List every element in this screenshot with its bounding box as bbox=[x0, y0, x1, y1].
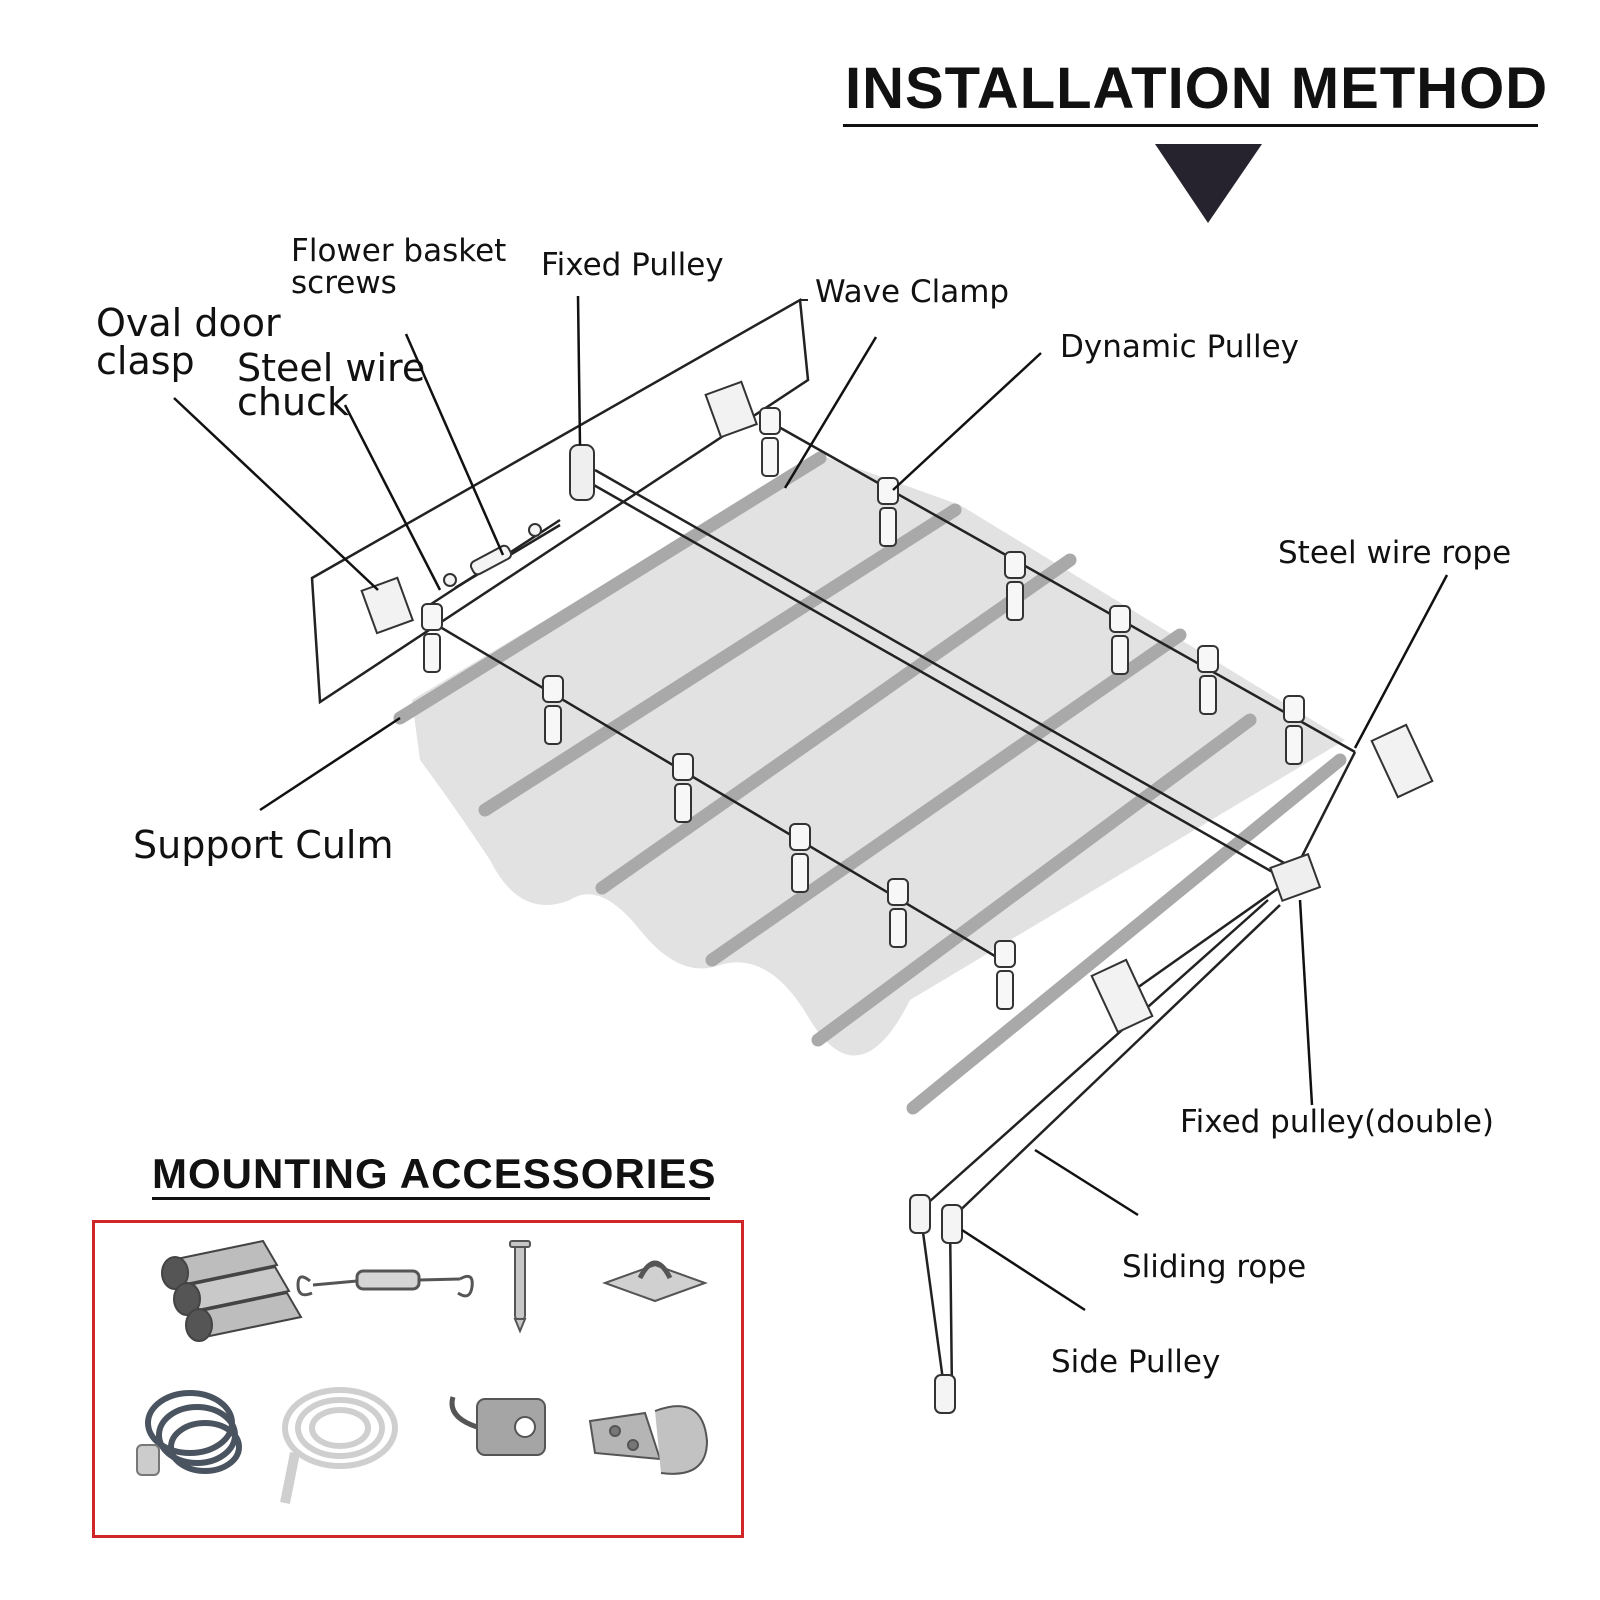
label-wave-clamp: Wave Clamp bbox=[815, 274, 1010, 310]
support-culm-rod bbox=[595, 553, 1077, 895]
support-culm-rod bbox=[906, 753, 1347, 1115]
label-dynamic-pulley: Dynamic Pulley bbox=[1060, 329, 1300, 365]
fixed-pulley-icon bbox=[569, 444, 595, 501]
installation-method-title: INSTALLATION METHOD bbox=[845, 56, 1549, 121]
dynamic-pulley-icon bbox=[789, 823, 811, 893]
down-arrow-icon bbox=[1155, 144, 1262, 223]
mounting-title-underline bbox=[152, 1197, 710, 1200]
label-flower-basket-line2: screws bbox=[291, 265, 397, 301]
dynamic-pulley-icon bbox=[672, 753, 694, 823]
label-fixed-pulley: Fixed Pulley bbox=[541, 247, 724, 283]
dynamic-pulley-icon bbox=[877, 477, 899, 547]
screw-icon bbox=[509, 1240, 531, 1334]
label-support-culm: Support Culm bbox=[133, 823, 394, 867]
dynamic-pulley-icon bbox=[994, 940, 1016, 1010]
side-pulley-icon bbox=[909, 1194, 963, 1414]
wire-coil-icon bbox=[136, 1390, 242, 1476]
turnbuckle-icon bbox=[296, 1269, 474, 1298]
swivel-pulley-icon bbox=[449, 1396, 546, 1456]
label-steel-wire-chuck-line2: chuck bbox=[237, 380, 349, 424]
sliding-rope bbox=[918, 899, 1281, 1396]
label-oval-door-line2: clasp bbox=[96, 339, 195, 383]
label-side-pulley: Side Pulley bbox=[1051, 1344, 1221, 1380]
pipe-clamp-icon bbox=[588, 1405, 709, 1475]
canopy-fabric bbox=[412, 455, 1345, 1056]
pad-eye-icon bbox=[602, 1260, 708, 1303]
dynamic-pulley-icon bbox=[887, 878, 909, 948]
label-oval-door-line1: Oval door bbox=[96, 301, 281, 345]
wave-clamps bbox=[421, 407, 1305, 1010]
support-culm-rods bbox=[393, 451, 1347, 1115]
dynamic-pulley-icon bbox=[542, 675, 564, 745]
installation-title-underline bbox=[843, 124, 1538, 127]
support-culm-rod bbox=[811, 713, 1257, 1047]
dynamic-pulley-icon bbox=[759, 407, 781, 477]
label-steel-wire-rope: Steel wire rope bbox=[1278, 535, 1512, 571]
label-steel-wire-chuck-line1: Steel wire bbox=[237, 346, 426, 390]
dynamic-pulley-icon bbox=[1004, 551, 1026, 621]
label-fixed-pulley-double: Fixed pulley(double) bbox=[1180, 1104, 1494, 1140]
sliding-tape-icon bbox=[280, 1387, 398, 1504]
support-culm-rod bbox=[705, 628, 1187, 967]
leader-lines bbox=[173, 295, 1449, 1312]
label-flower-basket-line1: Flower basket bbox=[291, 233, 507, 269]
steel-tubes-icon bbox=[161, 1239, 303, 1342]
support-culm-rod bbox=[478, 503, 962, 817]
dynamic-pulley-icon bbox=[1109, 605, 1131, 675]
dynamic-pulley-icon bbox=[421, 603, 443, 673]
mounting-accessories-box bbox=[92, 1220, 744, 1538]
oval-door-clasp-icon bbox=[360, 380, 1434, 1034]
fixed-pulley-double-icon bbox=[1269, 852, 1322, 903]
mounting-accessories-title: MOUNTING ACCESSORIES bbox=[152, 1150, 717, 1197]
dynamic-pulley-icon bbox=[1197, 645, 1219, 715]
dynamic-pulley-icon bbox=[1283, 695, 1305, 765]
label-sliding-rope: Sliding rope bbox=[1122, 1249, 1307, 1285]
support-culm-rod bbox=[393, 451, 827, 725]
